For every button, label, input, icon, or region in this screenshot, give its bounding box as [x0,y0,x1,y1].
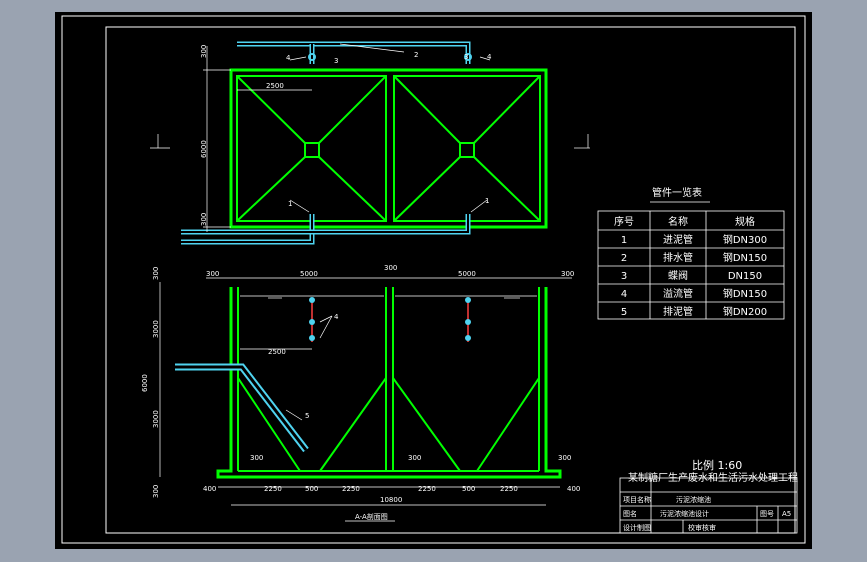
sec-dim-top-300b: 300 [384,264,397,272]
tb-number-label: 图号 [760,510,774,518]
section-outer-wall [216,287,562,479]
pipe-table-cell: 进泥管 [663,233,693,246]
plan-dim-6000: 6000 [200,140,208,158]
sec-dim-left-3000a: 3000 [152,320,160,338]
sec-dim-left-6000: 6000 [141,374,149,392]
tb-checker-label: 校审核审 [688,523,716,532]
pipe-table-cell: 钢DN150 [723,287,767,300]
pipe-table-cell: 排泥管 [663,305,693,318]
sec-dim-bot-500a: 500 [305,485,318,493]
pipe-table-header: 序号 [614,215,634,228]
pipe-table-cell: 钢DN300 [723,233,767,246]
tb-project-label: 项目名称 [623,495,651,504]
section-caption: A-A剖面图 [355,512,388,521]
sec-dim-top-5000b: 5000 [458,270,476,278]
plan-tag-2: 2 [414,51,418,59]
sec-dim-left-300a: 300 [152,267,160,280]
sec-dim-300-mid: 300 [408,454,421,462]
tb-drawing-name: 污泥浓缩池 [676,495,711,504]
plan-dim-300-bottom: 300 [200,213,208,226]
pipe-table-cell: 1 [621,235,627,246]
pipe-table-title: 管件一览表 [652,186,702,199]
sec-dim-left-3000b: 3000 [152,410,160,428]
sec-dim-bot-2250c: 2250 [418,485,436,493]
plan-tag-4-left: 4 [286,54,291,62]
sec-tag-5: 5 [305,412,309,420]
sec-dim-bot-400a: 400 [203,485,216,493]
sec-dim-300-right: 300 [558,454,571,462]
pipe-table-cell: 蝶阀 [668,269,688,282]
sec-dim-bot-400b: 400 [567,485,580,493]
pipe-table-header: 规格 [735,215,755,228]
drawing-area [55,12,812,549]
sec-dim-2500: 2500 [268,348,286,356]
overflow-fitting [309,335,315,341]
tank-outer-wall [229,68,548,229]
overflow-fitting [309,319,315,325]
pipe-table-cell: 排水管 [663,251,693,264]
plan-dim-2500: 2500 [266,82,284,90]
tb-name-value: 污泥浓缩池设计 [660,509,709,518]
tb-designer-label: 设计制图 [623,523,651,532]
valve-symbol [464,53,472,61]
overflow-fitting [465,335,471,341]
sec-dim-bot-2250d: 2250 [500,485,518,493]
hopper-lines [236,75,541,222]
sec-dim-top-5000a: 5000 [300,270,318,278]
sec-dim-bot-2250a: 2250 [264,485,282,493]
sec-tag-4: 4 [334,313,339,321]
sec-dim-bot-2250b: 2250 [342,485,360,493]
project-title: 某制糖厂生产废水和生活污水处理工程 [628,471,798,484]
sec-dim-left-300b: 300 [152,485,160,498]
plan-tag-4-right: 4 [487,53,492,61]
tb-drawing-label: 图名 [623,509,637,518]
sec-dim-300-left: 300 [250,454,263,462]
tb-number-value: A5 [782,510,791,518]
inner-frame [105,26,796,534]
scale-text: 比例 1:60 [692,458,742,472]
plan-tag-3-left: 3 [334,57,338,65]
overflow-fitting [309,297,315,303]
valve-symbol [308,53,316,61]
section-hoppers [237,377,540,472]
section-view: 300 5000 300 5000 300 300 3000 6000 3000… [141,264,580,522]
sec-dim-top-300c: 300 [561,270,574,278]
sec-dim-total: 10800 [380,496,402,504]
pipe-table-cell: 4 [621,289,627,300]
pipe-table-cell: 2 [621,253,627,264]
overflow-fitting [465,297,471,303]
plan-dim-300-top: 300 [200,45,208,58]
plan-view: 300 2500 6000 300 1 1 2 3 3 4 4 [150,41,590,245]
sec-dim-bot-500b: 500 [462,485,475,493]
outer-frame [61,15,806,544]
plan-tag-1-left: 1 [288,200,292,208]
pipe-table-cell: DN150 [728,271,762,282]
pipe-table-cell: 钢DN200 [723,305,767,318]
pipe-table-cell: 5 [621,307,627,318]
plan-tag-3-right: 3 [464,53,468,61]
sec-dim-top-300a: 300 [206,270,219,278]
pipe-table-cell: 溢流管 [663,287,693,300]
water-level [240,295,537,299]
pipe-table-header: 名称 [668,215,688,228]
plan-tag-1-right: 1 [485,197,489,205]
title-block: 比例 1:60 某制糖厂生产废水和生活污水处理工程 项目名称 污泥浓缩池 图名 … [619,458,798,534]
pipe-table-cell: 3 [621,271,627,282]
overflow-fitting [465,319,471,325]
pipe-table-cell: 钢DN150 [723,251,767,264]
